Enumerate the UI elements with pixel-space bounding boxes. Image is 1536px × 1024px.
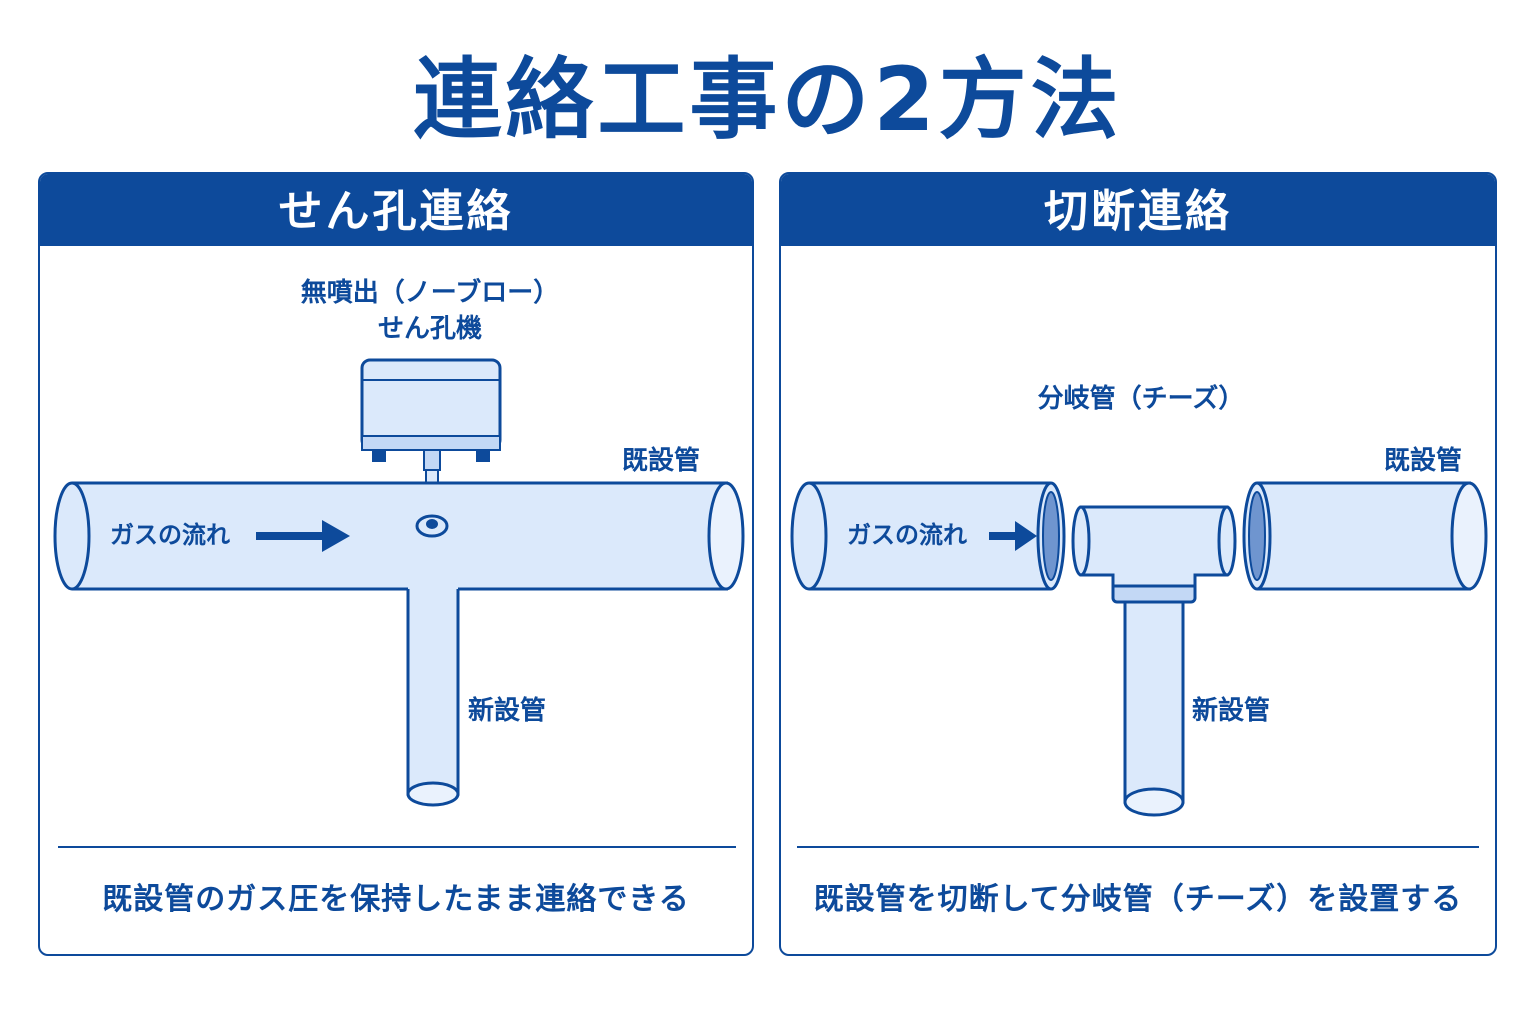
panel-tapping-connection: せん孔連絡 xyxy=(38,172,754,956)
tee-fitting-shape xyxy=(1071,505,1237,817)
gas-flow-label: ガスの流れ xyxy=(110,521,230,549)
divider xyxy=(58,846,736,848)
new-pipe-label: 新設管 xyxy=(1192,696,1271,726)
right-pipe-segment-shape xyxy=(1242,481,1488,591)
existing-pipe-label: 既設管 xyxy=(622,446,701,476)
existing-pipe-label: 既設管 xyxy=(1384,446,1463,476)
gas-flow-label: ガスの流れ xyxy=(847,521,967,549)
new-pipe-label: 新設管 xyxy=(468,696,547,726)
drill-hole-icon xyxy=(415,514,449,538)
panel-header: 切断連絡 xyxy=(781,174,1495,246)
tapping-diagram xyxy=(53,358,745,807)
gas-flow-arrow-icon xyxy=(989,521,1037,551)
page-title: 連絡工事の2方法 xyxy=(413,48,1123,151)
tapping-machine-label-line2: せん孔機 xyxy=(377,314,482,344)
cut-diagram xyxy=(790,481,1488,817)
tapping-machine-icon xyxy=(360,358,502,509)
tee-label: 分岐管（チーズ） xyxy=(1037,384,1245,414)
divider xyxy=(797,846,1479,848)
gas-flow-arrow-icon xyxy=(256,520,350,552)
panel-header: せん孔連絡 xyxy=(40,174,752,246)
tapping-machine-label-line1: 無噴出（ノーブロー） xyxy=(300,278,560,308)
panel-caption: 既設管のガス圧を保持したまま連絡できる xyxy=(102,882,690,917)
new-pipe-shape xyxy=(406,580,460,807)
panel-caption: 既設管を切断して分岐管（チーズ）を設置する xyxy=(813,882,1463,917)
existing-pipe-shape xyxy=(53,481,745,591)
panel-cut-connection: 切断連絡 xyxy=(779,172,1497,956)
